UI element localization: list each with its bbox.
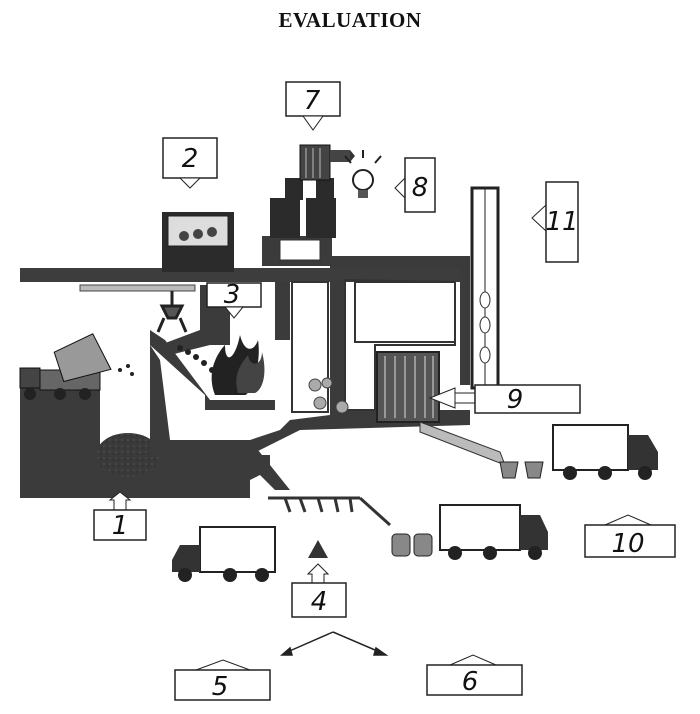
label-box-1[interactable]: 1 [93,491,147,541]
svg-text:6: 6 [462,667,479,697]
fire-icon [211,335,265,395]
label-box-5[interactable]: 5 [174,659,271,702]
svg-text:7: 7 [304,86,321,116]
svg-text:10: 10 [611,529,644,559]
crane-grab [156,291,188,333]
svg-text:5: 5 [212,672,229,702]
label-box-11[interactable]: 11 [531,181,579,263]
svg-text:4: 4 [311,587,328,617]
truck-icon [172,526,276,582]
svg-text:11: 11 [545,207,578,237]
plant-structure [20,144,544,558]
svg-text:3: 3 [224,280,241,310]
truck-icon [552,424,658,480]
dump-truck-icon [19,333,112,400]
turbine [299,144,331,181]
slag-heap [308,540,328,558]
residue-bins [499,461,544,479]
label-box-7[interactable]: 7 [285,81,341,131]
label-box-8[interactable]: 8 [394,157,436,213]
svg-text:8: 8 [412,173,429,203]
label-box-9[interactable]: 9 [428,384,581,415]
label-box-4[interactable]: 4 [291,563,347,618]
label-box-6[interactable]: 6 [426,654,523,697]
label-box-10[interactable]: 10 [584,514,676,559]
label-box-3[interactable]: 3 [206,280,262,319]
chimney [470,186,500,392]
label-box-2[interactable]: 2 [162,137,218,189]
svg-text:9: 9 [507,385,524,415]
page-title: EVALUATION [278,8,422,32]
branch-arrows [280,631,389,656]
truck-icon [439,504,548,560]
bulb-icon [344,150,382,198]
ash-conveyor [268,496,392,527]
barrels [391,533,433,557]
svg-text:1: 1 [112,511,129,541]
waste-pile [96,433,160,477]
svg-text:2: 2 [182,144,199,174]
filter-unit [376,351,440,423]
